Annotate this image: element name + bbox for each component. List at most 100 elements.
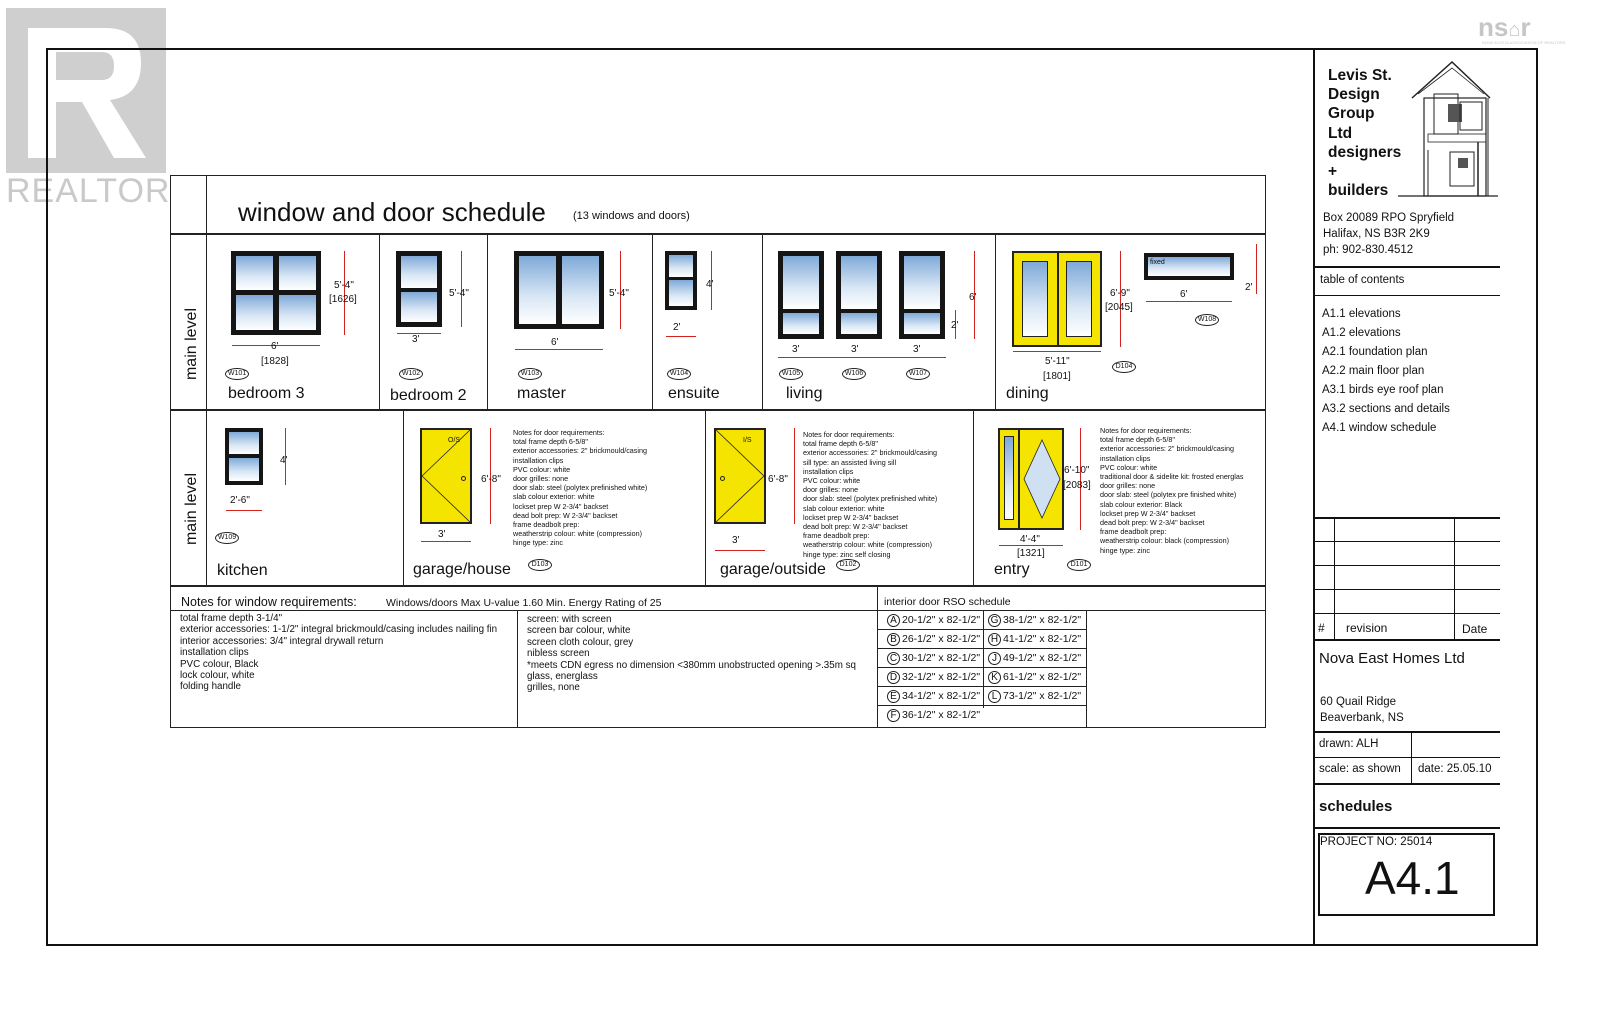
toc-item[interactable]: A2.1 foundation plan: [1322, 346, 1428, 358]
rso-grid: [877, 629, 1086, 630]
drawing-frame: [46, 48, 1538, 946]
room-entry: entry: [994, 561, 1030, 578]
d103-swing: O/S: [448, 437, 461, 444]
window-w109: [225, 428, 263, 485]
window-notes-col1: total frame depth 3-1/4" exterior access…: [180, 613, 498, 693]
company-line: Ltd: [1328, 124, 1353, 142]
dim-line: [778, 357, 946, 358]
date: date: 25.05.10: [1418, 763, 1492, 775]
w108-fixed-label: fixed: [1150, 259, 1165, 266]
rev-grid: [1313, 565, 1500, 566]
window-w104: [665, 251, 697, 310]
d104-height: 6'-9": [1110, 288, 1130, 299]
living-height: 6': [969, 292, 977, 303]
dim-line: [715, 550, 765, 551]
tag-w106: W106: [842, 368, 866, 380]
room-garage-house: garage/house: [413, 561, 511, 578]
toc-item[interactable]: A2.2 main floor plan: [1322, 365, 1425, 377]
dim-line: [1256, 244, 1257, 294]
tb-rule: [1313, 757, 1500, 758]
w103-width: 6': [551, 337, 559, 348]
drawn-by: drawn: ALH: [1319, 738, 1379, 750]
w103-height: 5'-4": [609, 288, 629, 299]
tb-rule: [1313, 731, 1500, 733]
d102-notes: Notes for door requirements: total frame…: [803, 430, 938, 559]
rev-grid: [1313, 613, 1500, 614]
rev-grid: [1313, 541, 1500, 542]
sheet-title: schedules: [1319, 798, 1393, 815]
toc-item[interactable]: A1.1 elevations: [1322, 308, 1401, 320]
d102-swing: I/S: [743, 437, 752, 444]
w104-width: 2': [673, 322, 681, 333]
toc-item[interactable]: A4.1 window schedule: [1322, 422, 1437, 434]
w108-height: 2': [1245, 282, 1253, 293]
room-living: living: [786, 385, 823, 402]
rev-date-label: Date: [1462, 622, 1488, 636]
door-d102: [714, 428, 766, 524]
notes-divider: [517, 610, 518, 728]
scale: scale: as shown: [1319, 763, 1401, 775]
site-line: 60 Quail Ridge: [1320, 696, 1397, 708]
dim-line: [974, 251, 975, 339]
sheet-number: A4.1: [1365, 852, 1460, 904]
titleblock-divider: [1313, 48, 1315, 946]
rso-grid: [877, 705, 1086, 706]
tb-rule: [1411, 757, 1412, 783]
tb-rule: [1313, 295, 1500, 296]
address-line: Halifax, NS B3R 2K9: [1323, 228, 1430, 240]
window-w102: [396, 251, 442, 327]
window-w108: [1144, 253, 1234, 280]
site-line: Beaverbank, NS: [1320, 712, 1404, 724]
room-garage-outside: garage/outside: [720, 561, 826, 578]
dim-line: [1080, 428, 1081, 530]
d101-width: 4'-4": [1020, 534, 1040, 545]
d101-height: 6'-10": [1064, 465, 1090, 476]
toc-item[interactable]: A3.1 birds eye roof plan: [1322, 384, 1444, 396]
nsar-subtitle: NOVA SCOTIA ASSOCIATION OF REALTORS: [1482, 40, 1566, 45]
rso-grid: [877, 686, 1086, 687]
w108-width: 6': [1180, 289, 1188, 300]
row2-divider: [973, 409, 974, 585]
w101-height-mm: [1626]: [329, 294, 357, 305]
notes-divider: [877, 585, 878, 728]
dim-line: [421, 541, 471, 542]
tb-rule: [1313, 517, 1500, 519]
dim-line: [955, 310, 956, 339]
toc-item[interactable]: A3.2 sections and details: [1322, 403, 1450, 415]
dim-line: [666, 336, 696, 337]
toc-item[interactable]: A1.2 elevations: [1322, 327, 1401, 339]
tag-w109: W109: [215, 532, 239, 544]
toc-heading: table of contents: [1320, 274, 1405, 286]
schedule-table: [170, 175, 1266, 728]
d103-height: 6'-8": [481, 474, 501, 485]
d101-height-mm: [2083]: [1063, 480, 1091, 491]
company-line: +: [1328, 163, 1338, 181]
tag-w101: W101: [225, 368, 249, 380]
room-ensuite: ensuite: [668, 385, 720, 402]
door-d104: [1012, 251, 1102, 347]
row1-divider: [762, 233, 763, 409]
d102-height: 6'-8": [768, 474, 788, 485]
dim-line: [1013, 351, 1101, 352]
w106-width: 3': [851, 344, 859, 355]
tb-rule: [1411, 731, 1412, 757]
w105-width: 3': [792, 344, 800, 355]
project-number: PROJECT NO: 25014: [1320, 836, 1433, 848]
dim-line: [344, 251, 345, 335]
dim-line: [620, 251, 621, 329]
tag-d101: D101: [1067, 559, 1091, 571]
company-name: Levis St. Design Group Ltd designers + b…: [1328, 66, 1401, 200]
dim-line: [285, 428, 286, 485]
dim-line: [461, 251, 462, 327]
d101-width-mm: [1321]: [1017, 548, 1045, 559]
rev-grid: [1334, 517, 1335, 639]
rso-grid: [877, 648, 1086, 649]
living-sill: 2': [951, 320, 959, 331]
notes-header-line: [170, 610, 1266, 611]
